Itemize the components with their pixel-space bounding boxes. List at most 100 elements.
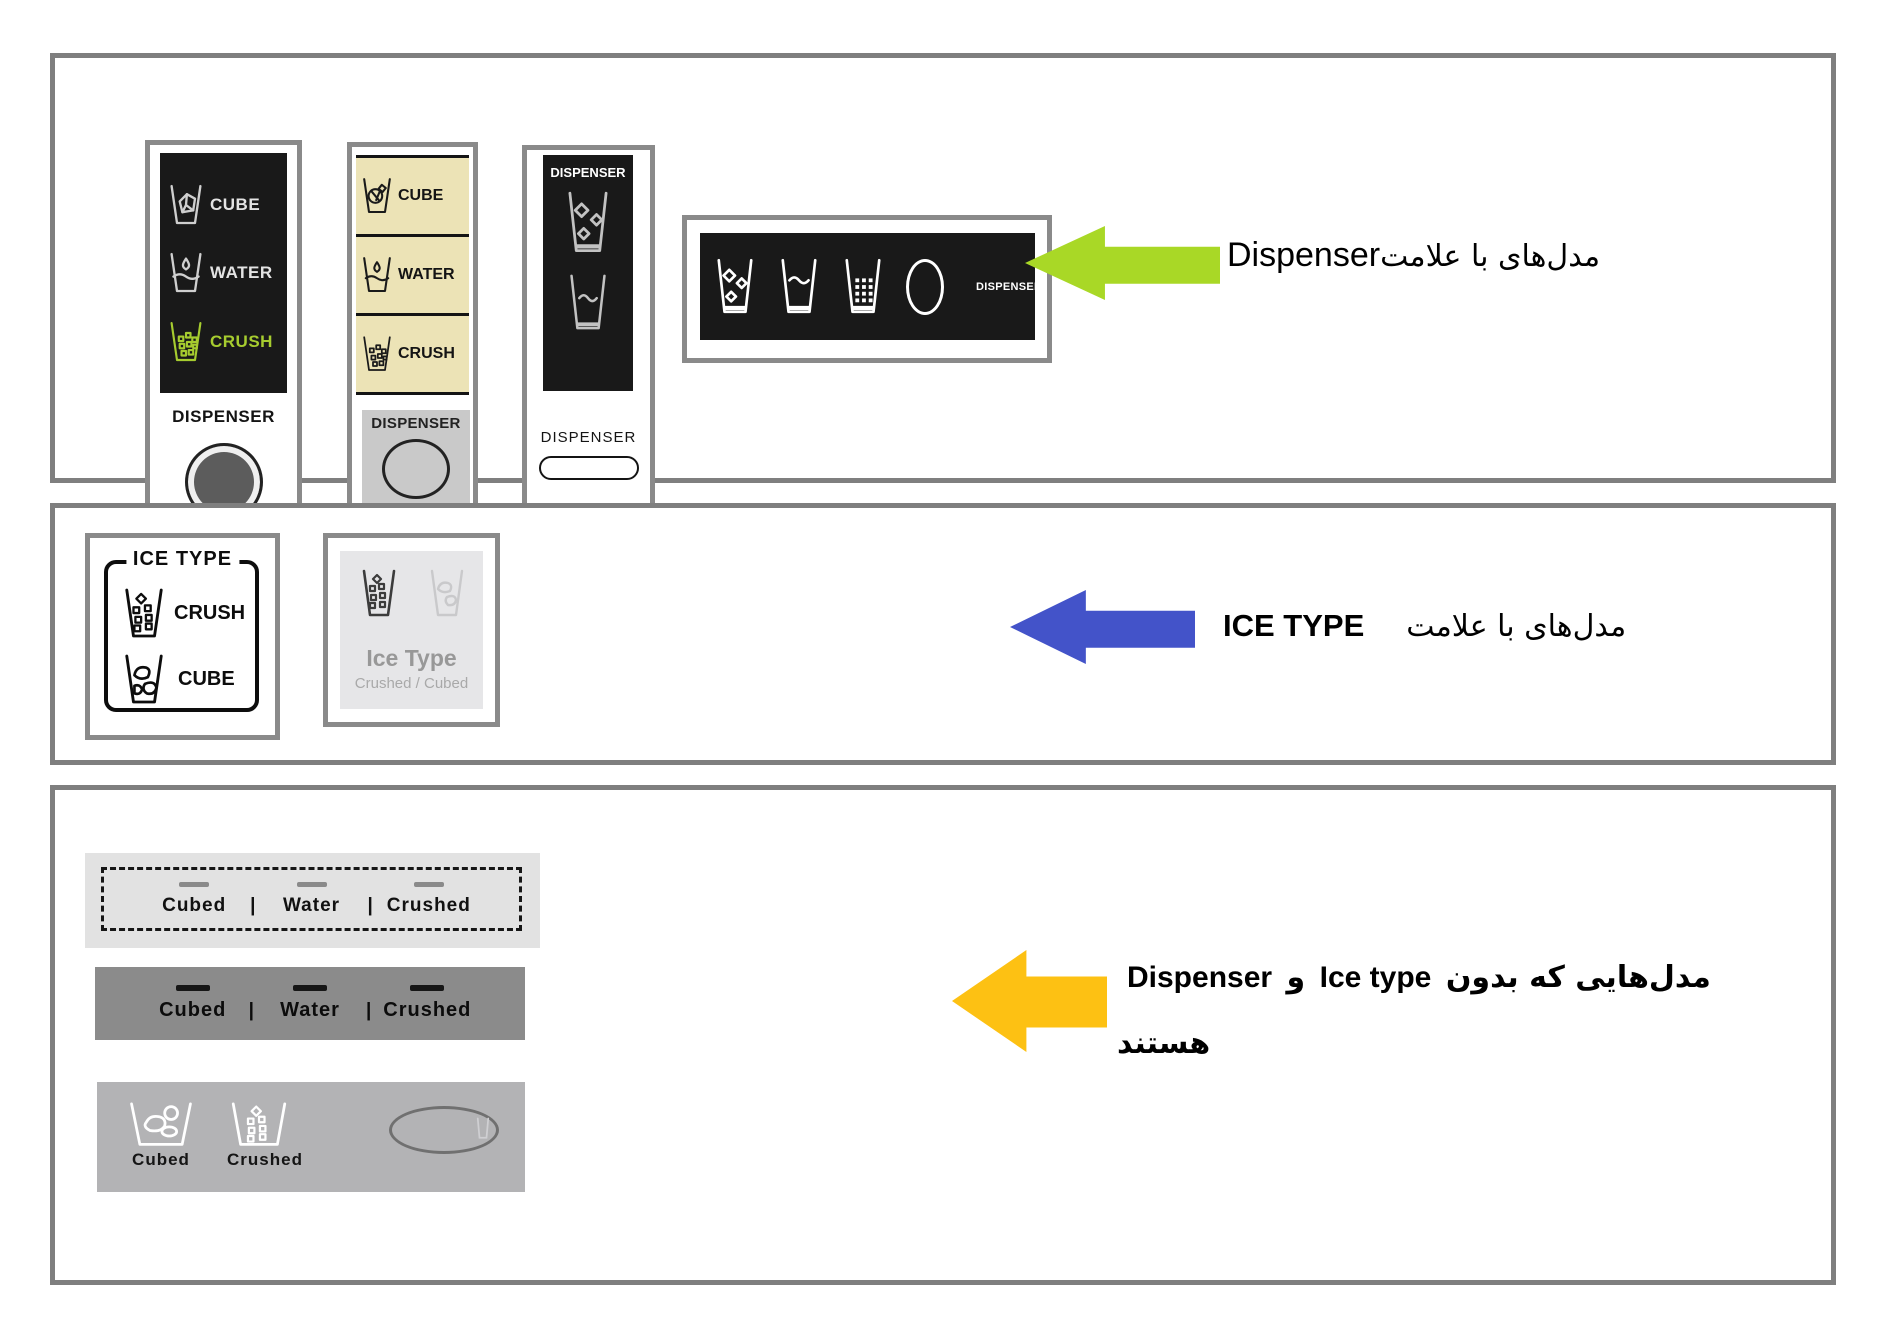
row-water: WATER: [160, 252, 287, 294]
cube-label: CUBE: [398, 187, 444, 204]
dispenser-models-caption: مدل‌های با علامتDispenser: [1227, 236, 1600, 275]
option-crushed: Crushed: [371, 985, 483, 1022]
no-dispenser-caption-line1: مدل‌هایی که بدون Ice type و Dispenser: [1117, 960, 1711, 995]
indicator-dash-icon: [413, 881, 444, 887]
dispenser-button-area: DISPENSER: [362, 410, 470, 513]
strip-dark-gray: Cubed | Water | Crushed: [95, 967, 525, 1040]
crushed-ice-glass-icon: [361, 335, 393, 373]
caption-farsi-text: مدل‌های با علامت: [1380, 239, 1601, 274]
option-cubed: Cubed: [125, 1102, 197, 1170]
cube-ice-glass-icon: [564, 190, 612, 256]
caption-farsi-end: هستند: [1117, 1026, 1211, 1061]
water-label: Water: [280, 999, 340, 1021]
dispenser-screen: DISPENSER: [700, 233, 1042, 340]
option-water: Water: [254, 985, 366, 1022]
cube-label: CUBE: [178, 668, 235, 690]
crush-label: CRUSH: [398, 345, 455, 362]
dashed-selector-frame: Cubed | Water | Crushed: [101, 867, 522, 931]
dispenser-oval-button: [906, 258, 944, 315]
dispenser-oval-button: [382, 439, 450, 499]
panel-horizontal-dispenser: DISPENSER: [682, 215, 1052, 363]
cube-ice-glass-icon: [428, 569, 466, 619]
caption-farsi-text: مدل‌های با علامت: [1406, 609, 1627, 644]
row-cube: CUBE: [356, 158, 469, 237]
crushed-ice-glass-icon: [360, 569, 398, 619]
panel-vertical-dispenser: DISPENSER: [522, 145, 655, 513]
dispenser-pill-button: [538, 456, 639, 480]
crushed-ice-glass-icon: [122, 588, 166, 640]
cubed-label: Cubed: [162, 894, 227, 916]
indicator-dash-icon: [410, 985, 445, 991]
cube-ice-glass-icon: [714, 257, 756, 317]
crushed-label: Crushed: [227, 1150, 303, 1169]
panel-black-display: CUBE WATER: [145, 140, 302, 521]
crushed-cubed-sublabel: Crushed / Cubed: [354, 675, 469, 692]
water-glass-icon: [361, 256, 393, 294]
dispenser-screen: DISPENSER: [543, 155, 633, 391]
cubed-label: Cubed: [132, 1150, 190, 1169]
caption-english-text: Dispenser: [1227, 236, 1381, 274]
strip-gray-icons: Cubed Crushed: [97, 1082, 525, 1192]
option-cubed: Cubed: [138, 881, 250, 917]
separator: |: [367, 895, 373, 916]
caption-dispenser-text: Dispenser: [1127, 961, 1273, 994]
crushed-ice-glass-icon: [227, 1102, 303, 1148]
water-label: WATER: [210, 263, 273, 282]
dispenser-label: DISPENSER: [540, 429, 637, 446]
dispenser-label: DISPENSER: [976, 280, 1043, 293]
water-label: WATER: [398, 266, 455, 283]
panel-ice-type-framed: ICE TYPE CRUSH CUBE: [85, 533, 280, 740]
ice-type-label: Ice Type: [366, 645, 457, 671]
section-dispenser-models: CUBE WATER: [50, 53, 1836, 521]
caption-farsi-conjunction: و: [1286, 960, 1306, 995]
dispenser-oval-button: [389, 1106, 499, 1154]
cube-ice-glass-icon: [122, 654, 166, 706]
crushed-label: Crushed: [383, 999, 472, 1021]
separator: |: [250, 895, 256, 916]
option-crushed: Crushed: [227, 1102, 303, 1170]
crushed-ice-glass-icon: [168, 321, 204, 363]
caption-ice-type-text: Ice type: [1319, 961, 1432, 994]
ice-type-title: ICE TYPE: [125, 548, 240, 571]
no-dispenser-caption-line2: هستند: [1117, 1026, 1210, 1061]
row-cube: CUBE: [160, 184, 287, 226]
dispenser-screen-title: DISPENSER: [550, 165, 626, 180]
panel-cream-membrane: CUBE WATER: [347, 142, 478, 518]
panel-ice-type-gray: Ice Type Crushed / Cubed: [323, 533, 500, 727]
cube-ice-glass-icon: [168, 184, 204, 226]
strip-light-dashed: Cubed | Water | Crushed: [85, 853, 540, 948]
option-cubed: Cubed: [137, 985, 249, 1022]
faint-glass-icon: [476, 1117, 490, 1141]
cube-label: CUBE: [210, 194, 261, 214]
membrane-rows: CUBE WATER: [356, 155, 469, 395]
option-water: Water: [256, 881, 368, 917]
row-crush: CRUSH: [356, 316, 469, 392]
option-crushed: Crushed: [373, 881, 485, 917]
ice-type-display: Ice Type Crushed / Cubed: [340, 551, 483, 709]
caption-english-text: ICE TYPE: [1223, 608, 1365, 643]
row-crush: CRUSH: [160, 321, 287, 363]
cube-ice-glass-icon: [125, 1102, 197, 1148]
separator: |: [248, 999, 254, 1021]
indicator-dash-icon: [296, 881, 327, 887]
water-glass-icon: [168, 252, 204, 294]
cube-ice-glass-icon: [361, 177, 393, 215]
dispenser-screen: CUBE WATER: [160, 153, 287, 393]
indicator-dash-icon: [175, 985, 210, 991]
water-glass-icon: [566, 273, 610, 333]
dispenser-label: DISPENSER: [172, 407, 275, 426]
crushed-label: Crushed: [386, 894, 471, 916]
cubed-label: Cubed: [159, 999, 227, 1021]
dispenser-label: DISPENSER: [371, 415, 461, 432]
ice-type-models-caption: مدل‌های با علامت ICE TYPE: [1223, 608, 1626, 644]
separator: |: [366, 999, 372, 1021]
row-water: WATER: [356, 237, 469, 316]
water-label: Water: [282, 894, 341, 916]
indicator-dash-icon: [293, 985, 327, 991]
crush-label: CRUSH: [210, 331, 273, 351]
water-glass-icon: [778, 257, 820, 317]
crushed-ice-glass-icon: [842, 257, 884, 317]
caption-farsi-start: مدل‌هایی که بدون: [1445, 960, 1711, 995]
crush-label: CRUSH: [174, 602, 246, 624]
